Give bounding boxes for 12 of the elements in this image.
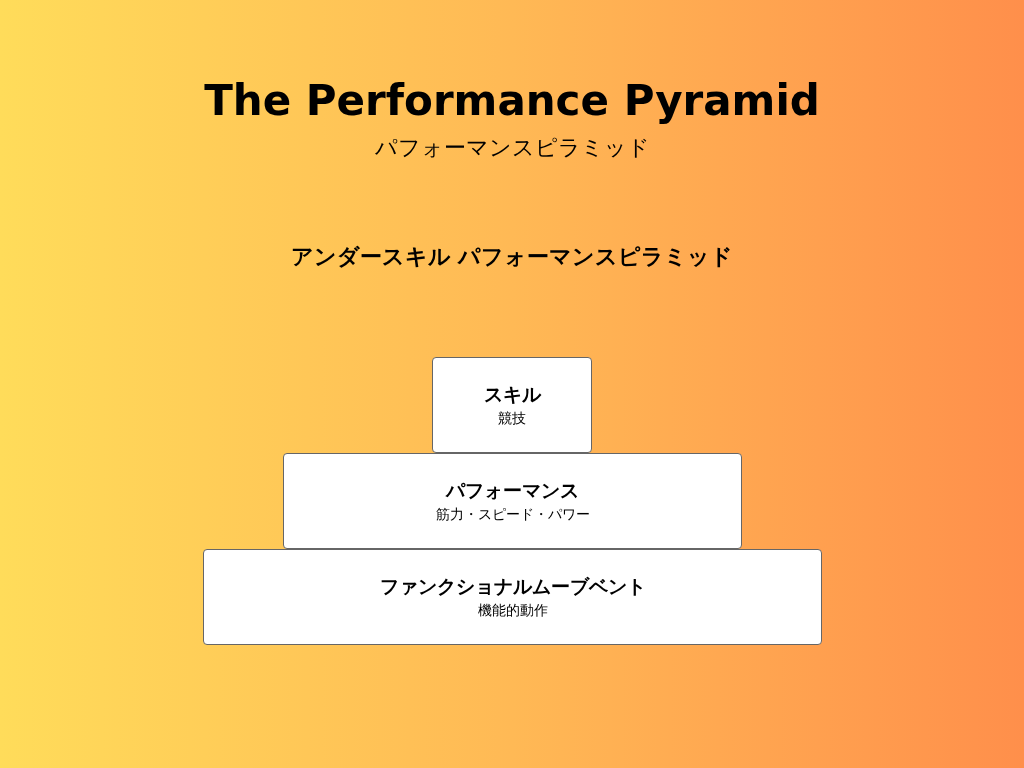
pyramid-tier-box <box>283 453 742 549</box>
heading: アンダースキル パフォーマンスピラミッド <box>289 243 735 271</box>
subtitle: パフォーマンスピラミッド <box>373 134 651 162</box>
pyramid-tier-box <box>432 357 592 453</box>
title: The Performance Pyramid <box>203 76 821 125</box>
tier-description: 筋力・スピード・パワー <box>435 505 590 524</box>
tier-heading: スキル <box>483 382 541 407</box>
tier-description: 機能的動作 <box>477 601 548 620</box>
tier-description: 競技 <box>498 409 526 428</box>
tier-heading: ファンクショナルムーブベント <box>379 574 646 599</box>
pyramid-tier-box <box>203 549 822 645</box>
tier-heading: パフォーマンス <box>446 478 579 503</box>
